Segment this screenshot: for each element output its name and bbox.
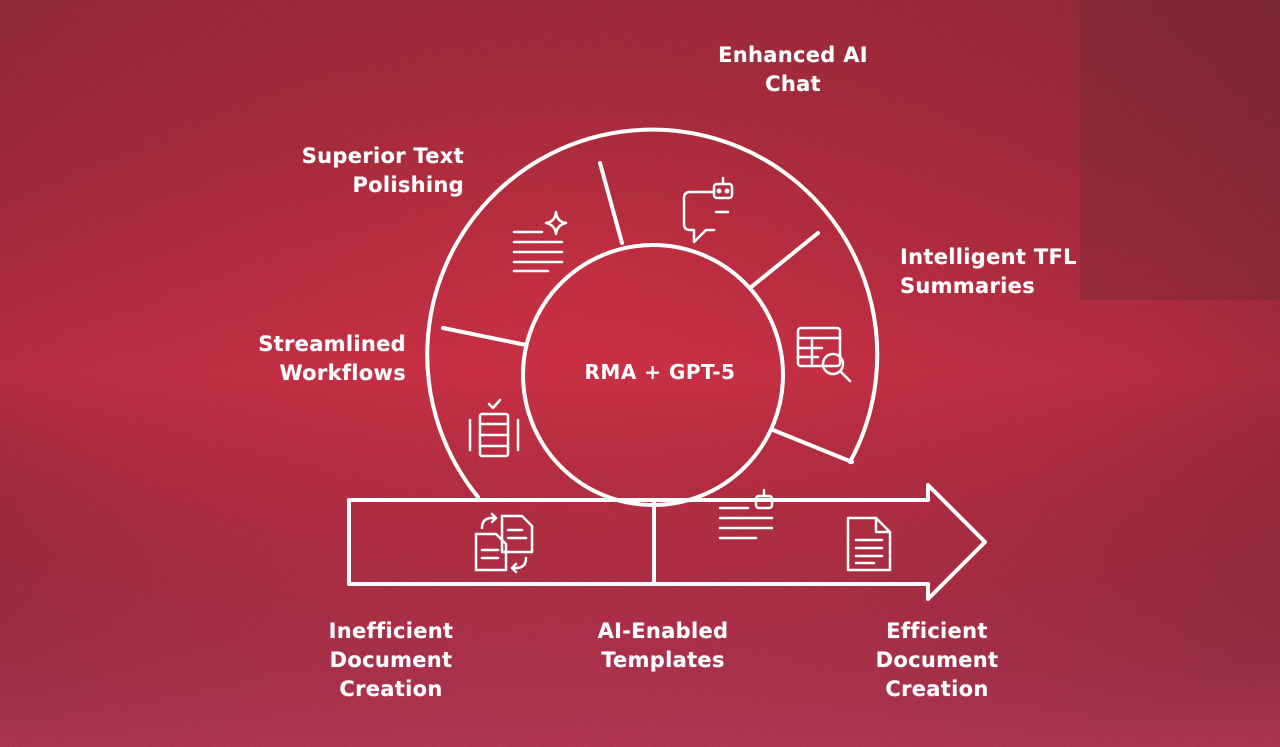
ring-divider-4 bbox=[771, 428, 854, 464]
label-intelligent-tfl-summaries: Intelligent TFL Summaries bbox=[900, 245, 1077, 298]
sparkle-text-icon bbox=[512, 210, 568, 273]
ring-divider-2 bbox=[598, 161, 624, 245]
robot-text-icon bbox=[718, 488, 774, 540]
outer-ring bbox=[425, 127, 880, 499]
label-superior-text-polishing: Superior Text Polishing bbox=[301, 144, 464, 197]
label-enhanced-ai-chat: Enhanced AI Chat bbox=[718, 43, 868, 96]
label-efficient-document-creation: Efficient Document Creation bbox=[875, 619, 999, 701]
label-inefficient-document-creation: Inefficient Document Creation bbox=[328, 619, 454, 701]
label-streamlined-workflows: Streamlined Workflows bbox=[258, 332, 406, 385]
robot-chat-icon bbox=[682, 176, 734, 244]
ring-divider-3 bbox=[748, 231, 820, 290]
inefficient-bar bbox=[347, 498, 656, 586]
table-search-icon bbox=[796, 326, 852, 383]
ring-to-arrow-curve bbox=[640, 500, 654, 584]
efficient-arrow bbox=[652, 483, 987, 601]
document-swap-icon bbox=[474, 512, 534, 574]
document-icon bbox=[846, 516, 892, 572]
stacked-layers-check-icon bbox=[468, 398, 520, 458]
ring-divider-1 bbox=[441, 326, 528, 347]
center-title: RMA + GPT-5 bbox=[584, 360, 736, 384]
label-ai-enabled-templates: AI-Enabled Templates bbox=[597, 619, 729, 672]
